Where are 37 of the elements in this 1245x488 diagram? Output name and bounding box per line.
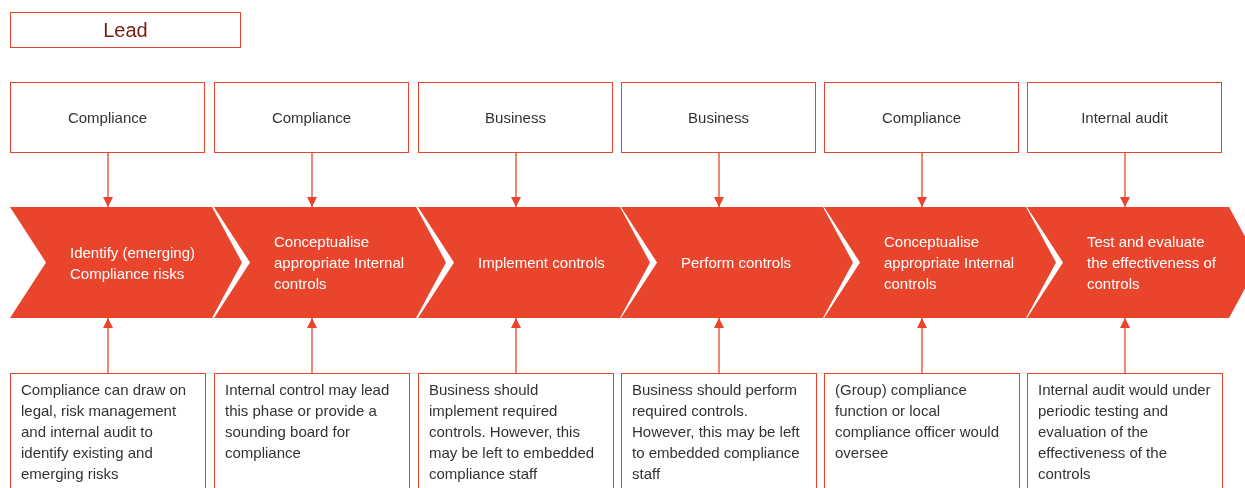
arrow	[1120, 317, 1130, 374]
note-box: Internal audit would under periodic testing and evaluation of the effectiveness of the controls	[1027, 373, 1223, 488]
note-box: Business should implement required controls. However, this may be left to embedded compliance staff	[418, 373, 614, 488]
chevron-step	[418, 207, 650, 318]
chevron-step	[214, 207, 446, 318]
arrow	[917, 317, 927, 374]
role-box: Business	[621, 82, 816, 153]
step-label: Identify (emerging) Compliance risks	[69, 242, 197, 284]
role-box: Business	[418, 82, 613, 153]
arrow	[103, 317, 113, 374]
step-label: Perform controls	[680, 253, 793, 273]
step-label: Conceptualise appropriate Internal controls	[273, 232, 406, 294]
arrow	[714, 152, 724, 208]
chevron-step	[824, 207, 1056, 318]
role-box: Internal audit	[1027, 82, 1222, 153]
step-label: Conceptualise appropriate Internal controls	[883, 232, 1016, 294]
arrow	[714, 317, 724, 374]
role-box: Compliance	[824, 82, 1019, 153]
arrow	[307, 317, 317, 374]
note-box: Internal control may lead this phase or provide a sounding board for compliance	[214, 373, 410, 488]
arrow	[917, 152, 927, 208]
arrow	[511, 317, 521, 374]
chevron-step	[1027, 207, 1245, 318]
chevron-step	[10, 207, 242, 318]
arrow	[511, 152, 521, 208]
note-box: Business should perform required controls. However, this may be left to embedded compliance staff	[621, 373, 817, 488]
step-label: Implement controls	[477, 253, 606, 273]
arrow	[103, 152, 113, 208]
arrow	[307, 152, 317, 208]
role-box: Compliance	[214, 82, 409, 153]
role-box: Compliance	[10, 82, 205, 153]
note-box: Compliance can draw on legal, risk management and internal audit to identify existing and emerging risks	[10, 373, 206, 488]
chevron-step	[621, 207, 853, 318]
step-label: Test and evaluate the effectiveness of controls	[1086, 232, 1217, 294]
note-box: (Group) compliance function or local compliance officer would oversee	[824, 373, 1020, 488]
arrow	[1120, 152, 1130, 208]
header-box: Lead	[10, 12, 241, 48]
